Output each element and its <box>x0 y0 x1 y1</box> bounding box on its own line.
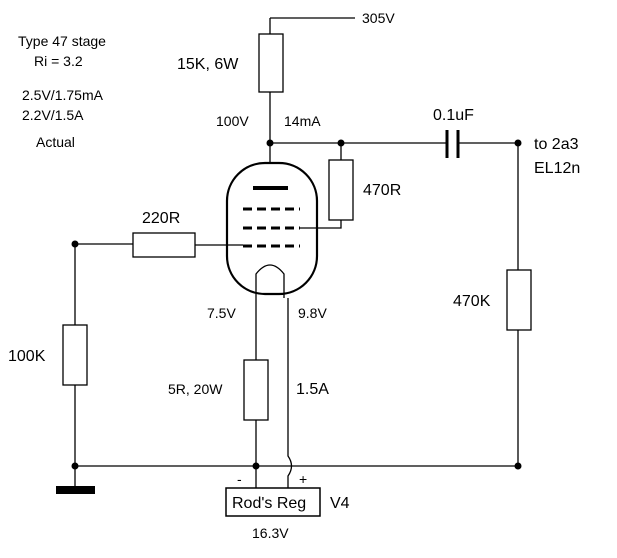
note-ri: Ri = 3.2 <box>34 53 83 69</box>
output-dest-label-2: EL12n <box>534 160 580 177</box>
ground-symbol <box>56 486 95 494</box>
grid-resistor-label: 220R <box>142 210 180 227</box>
grid-leak-label: 100K <box>8 348 46 365</box>
screen-wire-bottom <box>300 220 342 229</box>
grid-leak-resistor <box>62 324 88 386</box>
plus-terminal-label: + <box>299 471 307 487</box>
filament-current-label: 1.5A <box>296 381 329 398</box>
note-spec-2: 2.2V/1.5A <box>22 107 84 123</box>
tube-envelope <box>225 161 319 296</box>
plate-voltage-label: 100V <box>216 113 249 129</box>
regulator-box <box>225 487 321 517</box>
junction-dot <box>514 462 522 470</box>
plate-resistor-label: 15K, 6W <box>177 56 239 73</box>
regulator-voltage-label: 16.3V <box>252 525 289 541</box>
grid-resistor <box>132 232 196 258</box>
cathode-resistor <box>243 359 269 421</box>
output-load-label: 470K <box>453 293 491 310</box>
plate-resistor <box>258 33 284 93</box>
cathode-voltage-left-label: 7.5V <box>207 305 236 321</box>
note-actual: Actual <box>36 134 75 150</box>
supply-voltage-label: 305V <box>362 10 395 26</box>
coupling-cap-label: 0.1uF <box>433 107 474 124</box>
tube-filament <box>255 264 285 298</box>
junction-dot <box>337 139 345 147</box>
screen-resistor <box>328 159 354 221</box>
regulator-label: Rod's Reg <box>232 495 306 512</box>
junction-dot <box>252 462 260 470</box>
screen-resistor-label: 470R <box>363 182 401 199</box>
junction-dot <box>266 139 274 147</box>
junction-dot <box>514 139 522 147</box>
note-spec-1: 2.5V/1.75mA <box>22 87 104 103</box>
output-load-resistor <box>506 269 532 331</box>
note-title: Type 47 stage <box>18 33 106 49</box>
output-dest-label-1: to 2a3 <box>534 136 579 153</box>
junction-dot <box>71 240 79 248</box>
cathode-resistor-label: 5R, 20W <box>168 381 223 397</box>
junction-dot <box>71 462 79 470</box>
minus-terminal-label: - <box>237 471 242 487</box>
plate-current-label: 14mA <box>284 113 321 129</box>
regulator-name-label: V4 <box>330 495 350 512</box>
cathode-voltage-right-label: 9.8V <box>298 305 327 321</box>
filament-wire <box>287 298 293 488</box>
